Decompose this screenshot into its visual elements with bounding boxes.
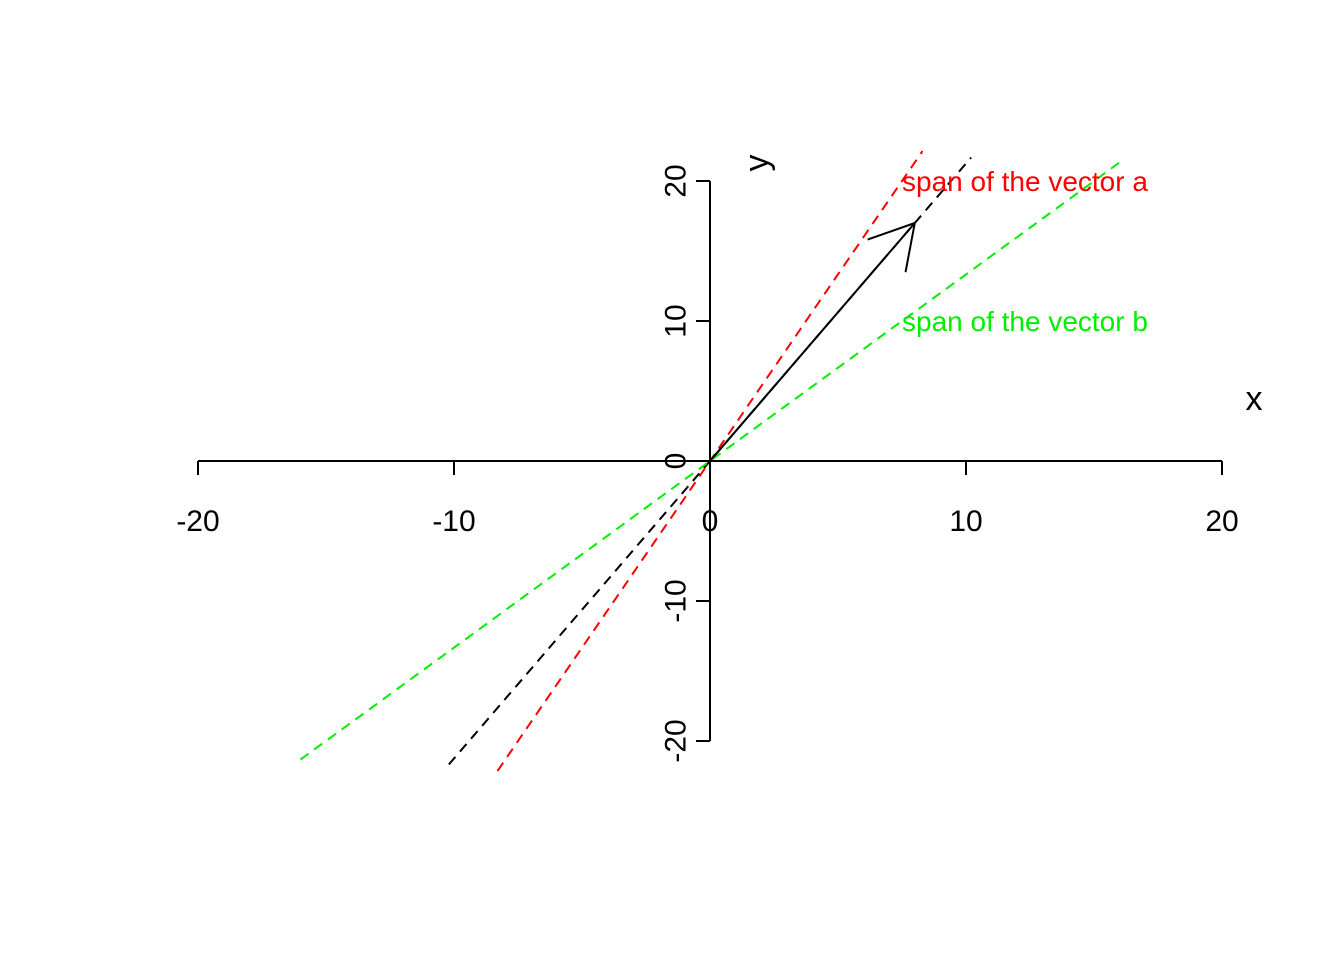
vector-arrowhead	[867, 222, 916, 241]
x-axis-title: x	[1246, 380, 1263, 418]
y-axis-title: y	[738, 155, 776, 172]
span-b-label: span of the vector b	[902, 306, 1148, 337]
axes: -20 -10 0 10 20 -20 -10 0 10 20	[176, 164, 1238, 762]
y-tick-label: -10	[660, 579, 693, 622]
vector	[709, 222, 916, 462]
y-tick-label: 10	[660, 304, 693, 337]
y-tick-label: -20	[660, 719, 693, 762]
vector-shaft	[709, 222, 916, 462]
x-tick-label: -10	[432, 505, 475, 538]
annotations: x y span of the vector a span of the vec…	[738, 155, 1263, 419]
span-a-label: span of the vector a	[902, 166, 1148, 197]
x-tick-label: 0	[702, 505, 719, 538]
x-tick-label: -20	[176, 505, 219, 538]
x-tick-label: 10	[949, 505, 982, 538]
vector-arrowhead	[904, 222, 916, 273]
x-tick-label: 20	[1205, 505, 1238, 538]
y-tick-label: 0	[660, 453, 693, 470]
y-tick-label: 20	[660, 164, 693, 197]
